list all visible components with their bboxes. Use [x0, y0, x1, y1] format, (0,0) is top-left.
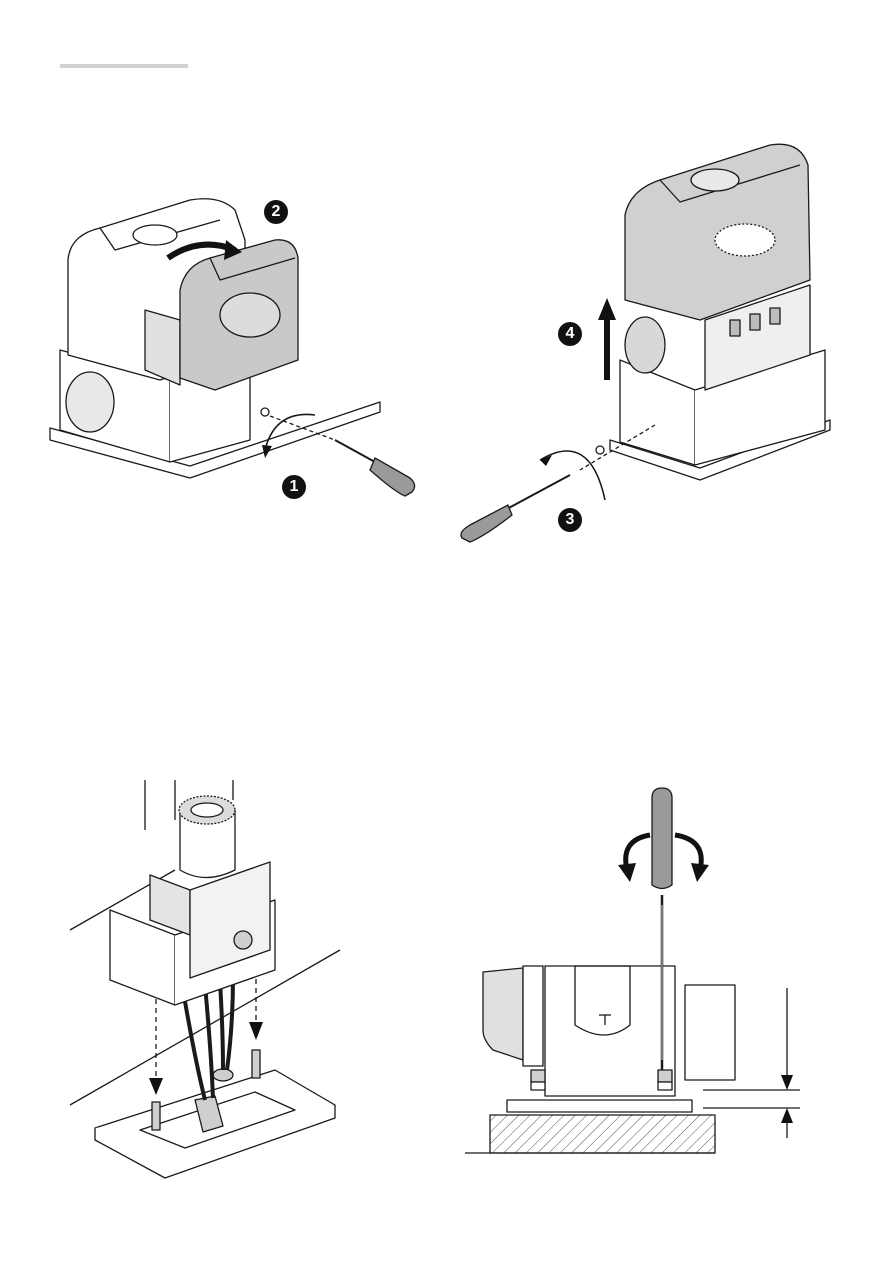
figure-height-adjustment: [455, 760, 815, 1170]
step-badge-2: 2: [264, 200, 288, 224]
gear-motor-illustration: [40, 140, 440, 560]
mounting-illustration: [55, 760, 385, 1200]
step-badge-4: 4: [558, 322, 582, 346]
figure-cover-removal-front: 2 1: [40, 140, 440, 560]
figure-cover-removal-rear: 4 3: [440, 130, 860, 560]
gear-motor-open-illustration: [440, 130, 860, 560]
up-arrow-icon: [598, 298, 616, 380]
screwdriver-icon: [335, 440, 415, 496]
screwdriver-icon: [652, 788, 672, 1070]
figure-mounting-base-plate: [55, 760, 385, 1200]
header-rule: [60, 64, 188, 68]
adjustment-illustration: [455, 760, 815, 1170]
step-badge-3: 3: [558, 508, 582, 532]
step-badge-1: 1: [282, 475, 306, 499]
screwdriver-icon: [461, 475, 570, 542]
